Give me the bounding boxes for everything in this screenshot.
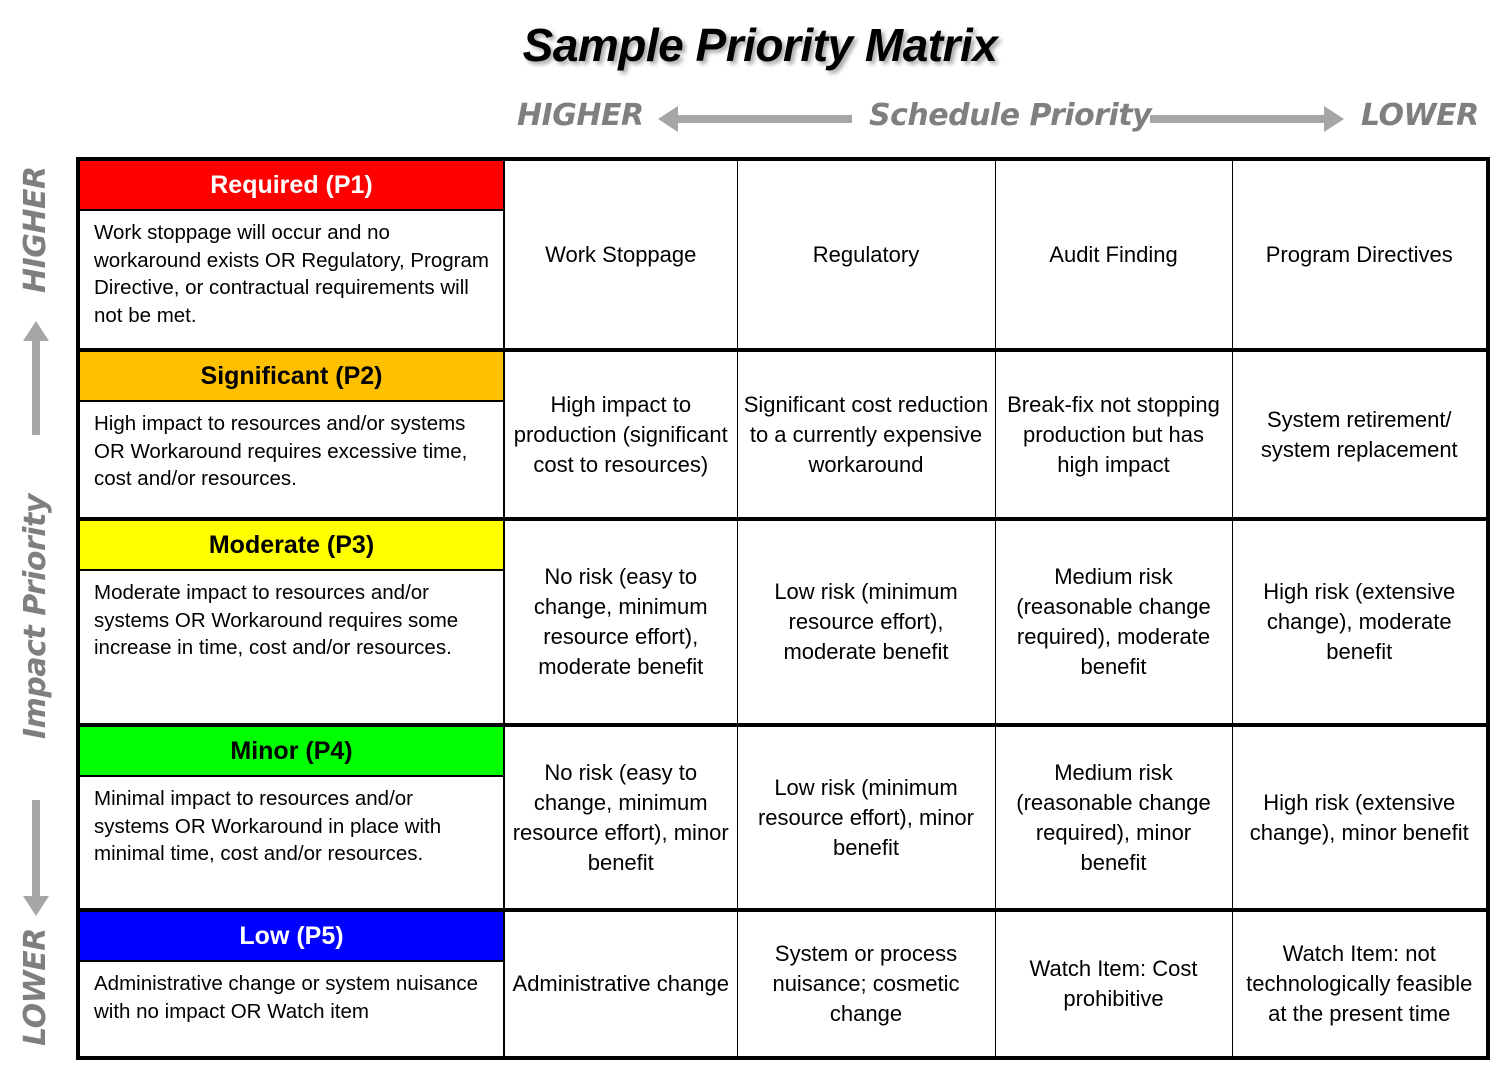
matrix-cell: No risk (easy to change, minimum resourc… [503,724,738,911]
level-cell-p2: Significant (P2) High impact to resource… [77,349,505,520]
cell-text: Regulatory [812,241,920,267]
matrix-cell: Low risk (minimum resource effort), mino… [736,724,996,911]
matrix-row-p5: Low (P5) Administrative change or system… [77,909,1489,1059]
cell-text: System or process nuisance; cosmetic cha… [772,941,960,1026]
arrow-up-shaft [32,340,40,435]
level-header-p4: Minor (P4) [80,727,503,777]
matrix-cell: System retirement/ system replacement [1231,349,1489,520]
arrow-right-shaft [1150,115,1326,123]
cell-text: Low risk (minimum resource effort), mode… [774,579,958,664]
level-description-p2: High impact to resources and/or systems … [94,412,468,490]
matrix-cell: Medium risk (reasonable change required)… [994,518,1233,726]
cell-text: Low risk (minimum resource effort), mino… [757,774,974,860]
matrix-cell: Audit Finding [994,158,1233,351]
cell-text: High risk (extensive change), minor bene… [1249,789,1469,845]
matrix-cell: Significant cost reduction to a currentl… [736,349,996,520]
cell-text: Watch Item: Cost prohibitive [1029,956,1198,1011]
level-description-p4: Minimal impact to resources and/or syste… [94,787,442,865]
cell-text: No risk (easy to change, minimum resourc… [533,564,708,679]
level-header-p3: Moderate (P3) [80,521,503,571]
matrix-cell: Break-fix not stopping production but ha… [994,349,1233,520]
matrix-cell: High risk (extensive change), moderate b… [1231,518,1489,726]
level-description-p3: Moderate impact to resources and/or syst… [94,581,459,659]
matrix-cell: Watch Item: Cost prohibitive [994,909,1233,1059]
arrow-left-shaft [676,115,852,123]
level-cell-p3: Moderate (P3) Moderate impact to resourc… [77,518,505,726]
level-header-p5: Low (P5) [80,912,503,962]
matrix-cell: High impact to production (significant c… [503,349,738,520]
matrix-cell: Medium risk (reasonable change required)… [994,724,1233,911]
cell-text: Audit Finding [1049,241,1178,267]
matrix-row-p4: Minor (P4) Minimal impact to resources a… [77,724,1489,911]
cell-text: Break-fix not stopping production but ha… [1007,391,1220,477]
cell-text: High risk (extensive change), moderate b… [1263,579,1456,664]
arrow-left-icon [658,106,678,132]
impact-axis-lower-label: LOWER [18,928,53,1046]
cell-text: Medium risk (reasonable change required)… [1016,759,1211,875]
level-description-p5: Administrative change or system nuisance… [94,972,478,1023]
matrix-cell: Work Stoppage [503,158,738,351]
cell-text: Administrative change [512,971,729,996]
cell-text: Medium risk (reasonable change required)… [1016,564,1211,679]
cell-text: No risk (easy to change, minimum resourc… [512,759,729,875]
arrow-up-icon [23,321,49,341]
level-cell-p4: Minor (P4) Minimal impact to resources a… [77,724,505,911]
matrix-cell: No risk (easy to change, minimum resourc… [503,518,738,726]
matrix-cell: Regulatory [736,158,996,351]
impact-axis-title: Impact Priority [18,494,53,739]
priority-matrix-table: Required (P1) Work stoppage will occur a… [76,157,1490,1060]
schedule-axis-title: Schedule Priority [869,98,1152,133]
cell-text: System retirement/ system replacement [1260,406,1458,462]
level-header-p2: Significant (P2) [80,352,503,402]
cell-text: Program Directives [1265,241,1453,267]
level-header-p1: Required (P1) [80,161,503,211]
matrix-cell: Program Directives [1231,158,1489,351]
cell-text: Significant cost reduction to a currentl… [743,391,989,477]
matrix-row-p3: Moderate (P3) Moderate impact to resourc… [77,518,1489,726]
matrix-cell: Watch Item: not technologically feasible… [1231,909,1489,1059]
cell-text: Watch Item: not technologically feasible… [1246,941,1473,1026]
arrow-down-icon [23,896,49,916]
impact-axis-higher-label: HIGHER [18,166,53,293]
level-description-p1: Work stoppage will occur and no workarou… [94,221,489,327]
matrix-cell: High risk (extensive change), minor bene… [1231,724,1489,911]
matrix-cell: Low risk (minimum resource effort), mode… [736,518,996,726]
schedule-axis-higher-label: HIGHER [517,98,644,133]
level-cell-p5: Low (P5) Administrative change or system… [77,909,505,1059]
arrow-right-icon [1324,106,1344,132]
level-cell-p1: Required (P1) Work stoppage will occur a… [77,158,505,351]
cell-text: High impact to production (significant c… [513,391,728,477]
matrix-cell: System or process nuisance; cosmetic cha… [736,909,996,1059]
page-title: Sample Priority Matrix [522,19,998,71]
matrix-cell: Administrative change [503,909,738,1059]
matrix-row-p1: Required (P1) Work stoppage will occur a… [77,158,1489,351]
cell-text: Work Stoppage [545,241,697,267]
arrow-down-shaft [32,800,40,898]
schedule-axis-lower-label: LOWER [1361,98,1479,133]
matrix-row-p2: Significant (P2) High impact to resource… [77,349,1489,520]
